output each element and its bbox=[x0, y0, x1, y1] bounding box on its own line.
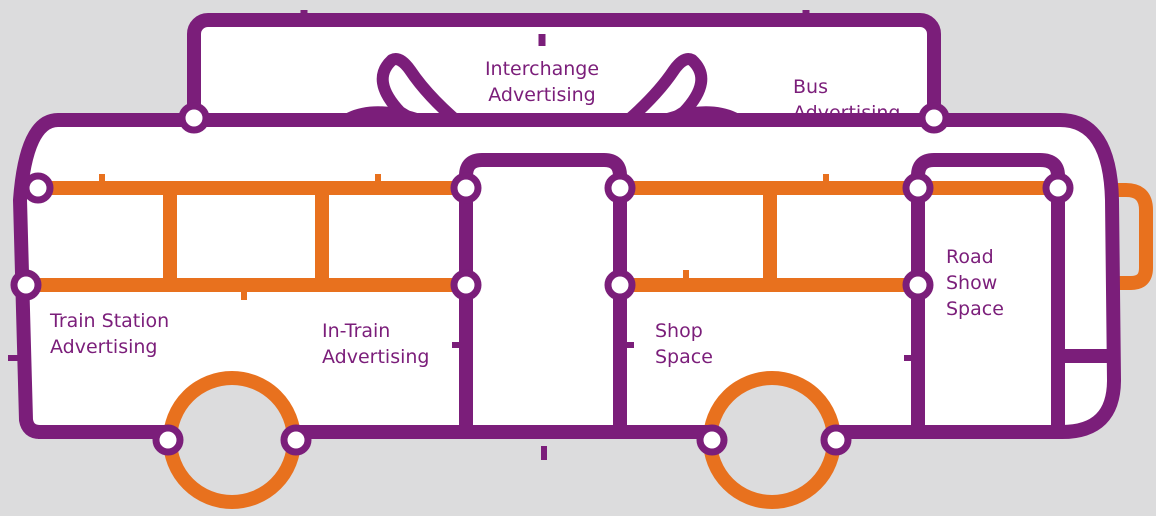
label-line: Bus bbox=[793, 76, 828, 98]
train-station-advertising-label: Train Station Advertising bbox=[50, 308, 169, 360]
label-line: In-Train bbox=[322, 320, 391, 342]
label-line: Train Station bbox=[50, 310, 170, 332]
label-line: Advertising bbox=[793, 102, 901, 124]
shop-space-label: Shop Space bbox=[655, 318, 713, 370]
window-lines bbox=[26, 181, 1060, 292]
label-line: Show bbox=[946, 272, 998, 294]
in-train-advertising-label: In-Train Advertising bbox=[322, 318, 429, 370]
label-line: Advertising bbox=[50, 336, 158, 358]
interchange-advertising-label: Interchange Advertising bbox=[470, 56, 614, 108]
bus-advertising-label: Bus Advertising bbox=[793, 74, 900, 126]
bus-rear-handle bbox=[1061, 183, 1153, 290]
label-line: Advertising bbox=[488, 84, 596, 106]
label-line: Space bbox=[946, 298, 1004, 320]
label-line: Space bbox=[655, 346, 713, 368]
station-nodes bbox=[10, 102, 1074, 456]
label-line: Road bbox=[946, 246, 994, 268]
label-line: Shop bbox=[655, 320, 703, 342]
road-show-space-label: Road Show Space bbox=[946, 244, 1004, 322]
label-line: Interchange bbox=[484, 58, 600, 80]
front-wheel bbox=[703, 371, 841, 509]
door-frames bbox=[459, 153, 1112, 432]
label-line: Advertising bbox=[322, 346, 430, 368]
rear-wheel bbox=[163, 371, 301, 509]
